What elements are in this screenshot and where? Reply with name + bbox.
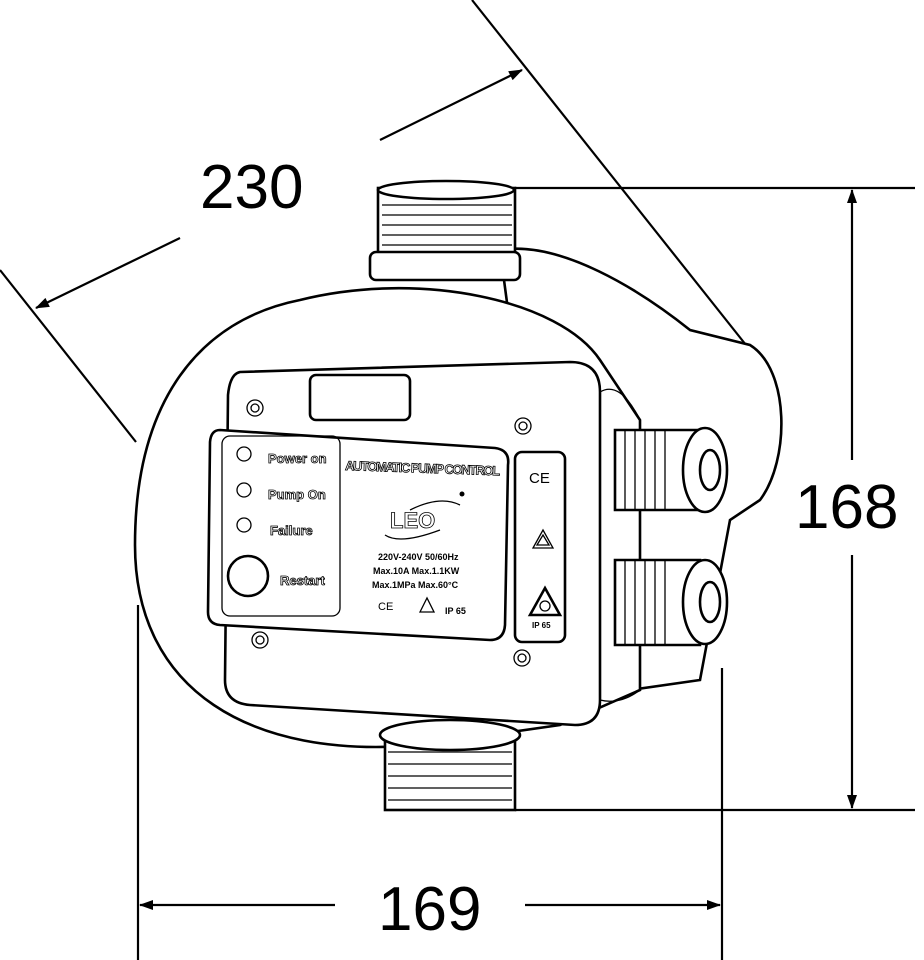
warning-icon (418, 596, 436, 613)
pump-controller: Power on Pump On Failure Restart AUTOMAT… (133, 179, 783, 812)
ce-mark: CE (378, 601, 393, 613)
led-icon (236, 517, 252, 533)
dimension-line (379, 69, 523, 141)
restart-label: Restart (280, 573, 325, 588)
spec-line: Max.1MPa Max.60°C (372, 580, 459, 590)
dimension-168: 168 (515, 186, 915, 812)
display-window (308, 373, 412, 422)
cable-gland-bottom (613, 558, 729, 647)
spec-line: Max.10A Max.1.1KW (373, 566, 460, 576)
panel-title: AUTOMATIC PUMP CONTROL (345, 458, 500, 478)
screw-icon (246, 399, 532, 667)
side-label (513, 450, 567, 644)
top-pipe-fitting (368, 179, 522, 282)
indicator-label: Pump On (268, 487, 326, 502)
restart-button[interactable] (226, 554, 270, 598)
brand-logo: LEO (390, 508, 435, 533)
indicator-label: Power on (268, 451, 327, 466)
indicator-label: Failure (270, 523, 313, 538)
dimension-label: 168 (795, 473, 898, 542)
extension-line (471, 0, 747, 346)
led-icon (236, 482, 252, 498)
dimension-label: 230 (200, 153, 303, 222)
dimension-169: 169 (136, 605, 724, 960)
extension-line (0, 269, 137, 443)
led-icon (236, 446, 252, 462)
label-plate (206, 428, 510, 642)
dimension-230: 230 (0, 0, 747, 443)
ip-rating: IP 65 (445, 606, 466, 616)
dimension-line (35, 237, 181, 309)
ip-rating: IP 65 (532, 621, 551, 630)
dimension-label: 169 (378, 875, 481, 944)
indicator-panel (221, 435, 341, 617)
logo-swoosh (384, 500, 461, 540)
spec-line: 220V-240V 50/60Hz (378, 552, 459, 562)
bottom-pipe-fitting (378, 718, 522, 812)
ce-mark: CE (529, 470, 550, 487)
warning-icon (531, 528, 555, 549)
indicator-leds (226, 446, 270, 598)
cable-gland-top (613, 426, 729, 514)
